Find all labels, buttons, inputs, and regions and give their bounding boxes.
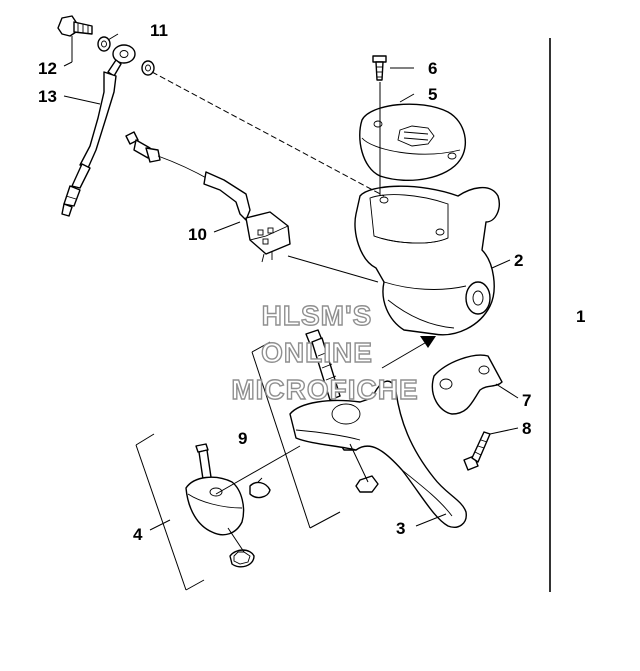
callout-11: 11: [150, 21, 168, 40]
assembly-bracket-9: [251, 341, 341, 529]
callout-10: 10: [188, 225, 207, 244]
part-banjo-bolt: [57, 15, 93, 37]
callout-2: 2: [514, 251, 523, 270]
callout-3: 3: [396, 519, 405, 538]
callout-labels: 1 2 3 4 5 6 7 8 9 10 11 12 13: [38, 21, 585, 544]
leader-lines: [63, 33, 519, 531]
part-clamp: [431, 354, 503, 415]
part-parking-lock: [185, 443, 271, 568]
callout-8: 8: [522, 419, 531, 438]
callout-12: 12: [38, 59, 57, 78]
callout-1: 1: [576, 307, 585, 326]
assembly-lines: [151, 71, 385, 553]
assembly-bracket-4: [135, 433, 205, 591]
callout-6: 6: [428, 59, 437, 78]
part-cover-screw: [372, 55, 387, 81]
watermark: HLSM'S ONLINE MICROFICHE: [231, 299, 419, 405]
part-brake-hose: [61, 44, 136, 217]
part-brake-switch: [125, 131, 291, 263]
watermark-line-1: HLSM'S: [262, 300, 373, 331]
part-brake-lever: [289, 380, 467, 528]
callout-9: 9: [238, 429, 247, 448]
callout-4: 4: [133, 525, 143, 544]
part-clamp-bolt: [463, 431, 491, 471]
callout-13: 13: [38, 87, 57, 106]
watermark-line-2: ONLINE: [261, 337, 373, 368]
part-crush-washers: [97, 36, 155, 76]
part-master-cylinder: [354, 185, 500, 336]
assembly-arrow: [381, 336, 436, 369]
callout-5: 5: [428, 85, 437, 104]
callout-7: 7: [522, 391, 531, 410]
part-reservoir-cover: [359, 103, 467, 182]
watermark-line-3: MICROFICHE: [231, 374, 418, 405]
